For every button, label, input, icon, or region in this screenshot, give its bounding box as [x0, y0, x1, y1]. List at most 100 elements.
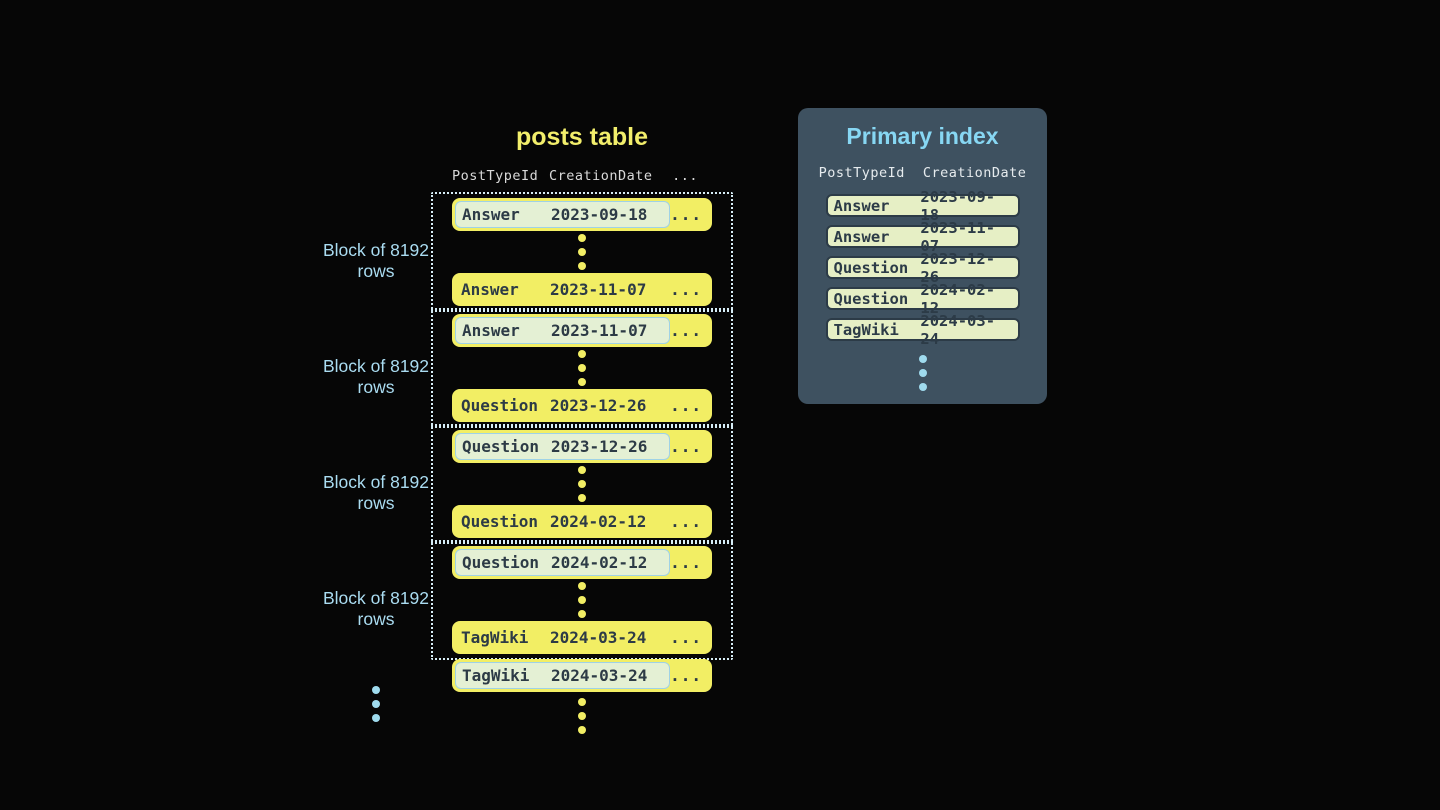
ellipsis-dot: [918, 383, 927, 391]
row-creationdate: 2023-11-07: [550, 280, 647, 299]
block-label-3: Block of 8192 rows: [322, 472, 430, 514]
index-row-creationdate: 2024-02-12: [920, 280, 996, 317]
row-creationdate: 2024-03-24: [551, 666, 648, 685]
ellipsis-dot: [578, 234, 586, 242]
row-highlight-pill: Question 2024-02-12: [455, 549, 671, 576]
row-posttypeid: Question: [461, 396, 539, 415]
row-ellipsis: ...: [670, 512, 702, 531]
index-row: Question 2023-12-26: [825, 250, 1020, 286]
index-row-creationdate: 2023-12-26: [920, 249, 996, 286]
index-row-creationdate: 2023-11-07: [920, 218, 996, 255]
block-2: Answer 2023-11-07 ... Question 2023-12-2…: [431, 308, 733, 428]
row-highlight-pill: Question 2023-12-26: [455, 433, 671, 460]
row-posttypeid: Question: [462, 437, 540, 456]
block-4: Question 2024-02-12 ... TagWiki 2024-03-…: [431, 540, 733, 660]
primary-index-panel: Primary index PostTypeId CreationDate An…: [798, 108, 1047, 404]
rows-omitted-ellipsis: [578, 234, 586, 270]
index-row: TagWiki 2024-03-24: [825, 312, 1020, 348]
row-ellipsis: ...: [670, 205, 702, 224]
ellipsis-dot: [578, 364, 586, 372]
primary-index-title: Primary index: [846, 123, 999, 149]
row-creationdate: 2023-11-07: [551, 321, 648, 340]
index-header-creationdate: CreationDate: [922, 165, 1027, 181]
block-3-last-row: Question 2024-02-12 ...: [452, 505, 712, 538]
block-2-last-row: Question 2023-12-26 ...: [452, 389, 712, 422]
row-creationdate: 2024-02-12: [550, 512, 647, 531]
ellipsis-dot: [578, 712, 586, 720]
index-row: Question 2024-02-12: [825, 281, 1020, 317]
ellipsis-dot: [578, 248, 586, 256]
row-ellipsis: ...: [670, 666, 702, 685]
row-highlight-pill: TagWiki 2024-03-24: [455, 662, 671, 689]
row-ellipsis: ...: [670, 396, 702, 415]
row-creationdate: 2023-09-18: [551, 205, 648, 224]
index-row-posttypeid: Answer: [833, 196, 890, 215]
more-rows-ellipsis: [578, 698, 586, 734]
index-row-posttypeid: TagWiki: [833, 320, 899, 339]
row-posttypeid: Question: [461, 512, 539, 531]
ellipsis-dot: [578, 378, 586, 386]
row-ellipsis: ...: [670, 628, 702, 647]
ellipsis-dot: [578, 480, 586, 488]
row-highlight-pill: Answer 2023-11-07: [455, 317, 671, 344]
ellipsis-dot: [578, 494, 586, 502]
index-row: Answer 2023-11-07: [825, 219, 1020, 255]
column-header-posttypeid: PostTypeId: [452, 168, 539, 184]
row-posttypeid: Answer: [462, 205, 520, 224]
row-posttypeid: Answer: [461, 280, 519, 299]
index-header-posttypeid: PostTypeId: [818, 165, 905, 181]
ellipsis-dot: [578, 698, 586, 706]
ellipsis-dot: [372, 700, 380, 708]
ellipsis-dot: [918, 355, 927, 363]
column-header-creationdate: CreationDate: [549, 168, 653, 184]
next-block-first-row: TagWiki 2024-03-24 ...: [452, 659, 712, 692]
row-ellipsis: ...: [670, 280, 702, 299]
block-1-first-row: Answer 2023-09-18 ...: [452, 198, 712, 231]
block-2-first-row: Answer 2023-11-07 ...: [452, 314, 712, 347]
column-header-ellipsis: ...: [672, 168, 698, 184]
ellipsis-dot: [578, 466, 586, 474]
block-1: Answer 2023-09-18 ... Answer 2023-11-07 …: [431, 192, 733, 312]
row-creationdate: 2024-03-24: [550, 628, 647, 647]
row-creationdate: 2023-12-26: [550, 396, 647, 415]
block-3-first-row: Question 2023-12-26 ...: [452, 430, 712, 463]
more-index-entries-ellipsis: [918, 355, 927, 391]
row-creationdate: 2024-02-12: [551, 553, 648, 572]
row-creationdate: 2023-12-26: [551, 437, 648, 456]
more-blocks-ellipsis: [372, 686, 380, 722]
block-3: Question 2023-12-26 ... Question 2024-02…: [431, 424, 733, 544]
block-4-last-row: TagWiki 2024-03-24 ...: [452, 621, 712, 654]
index-row-posttypeid: Answer: [833, 227, 890, 246]
row-posttypeid: Question: [462, 553, 540, 572]
posts-table-column-headers: PostTypeId CreationDate ...: [452, 168, 712, 184]
ellipsis-dot: [918, 369, 927, 377]
row-highlight-pill: Answer 2023-09-18: [455, 201, 671, 228]
block-label-4: Block of 8192 rows: [322, 588, 430, 630]
row-ellipsis: ...: [670, 321, 702, 340]
ellipsis-dot: [372, 714, 380, 722]
rows-omitted-ellipsis: [578, 466, 586, 502]
primary-index-column-headers: PostTypeId CreationDate: [819, 165, 1027, 181]
index-row-creationdate: 2023-09-18: [920, 187, 996, 224]
index-row-posttypeid: Question: [833, 258, 909, 277]
posts-table-title: posts table: [516, 123, 648, 151]
ellipsis-dot: [578, 610, 586, 618]
row-ellipsis: ...: [670, 437, 702, 456]
block-label-2: Block of 8192 rows: [322, 356, 430, 398]
row-ellipsis: ...: [670, 553, 702, 572]
block-label-1: Block of 8192 rows: [322, 240, 430, 282]
block-4-first-row: Question 2024-02-12 ...: [452, 546, 712, 579]
rows-omitted-ellipsis: [578, 350, 586, 386]
index-row: Answer 2023-09-18: [825, 188, 1020, 224]
row-posttypeid: Answer: [462, 321, 520, 340]
primary-index-rows: Answer 2023-09-18 Answer 2023-11-07 Ques…: [825, 188, 1020, 348]
ellipsis-dot: [372, 686, 380, 694]
ellipsis-dot: [578, 596, 586, 604]
ellipsis-dot: [578, 350, 586, 358]
index-row-posttypeid: Question: [833, 289, 909, 308]
ellipsis-dot: [578, 726, 586, 734]
row-posttypeid: TagWiki: [461, 628, 529, 647]
index-row-creationdate: 2024-03-24: [920, 311, 996, 348]
rows-omitted-ellipsis: [578, 582, 586, 618]
